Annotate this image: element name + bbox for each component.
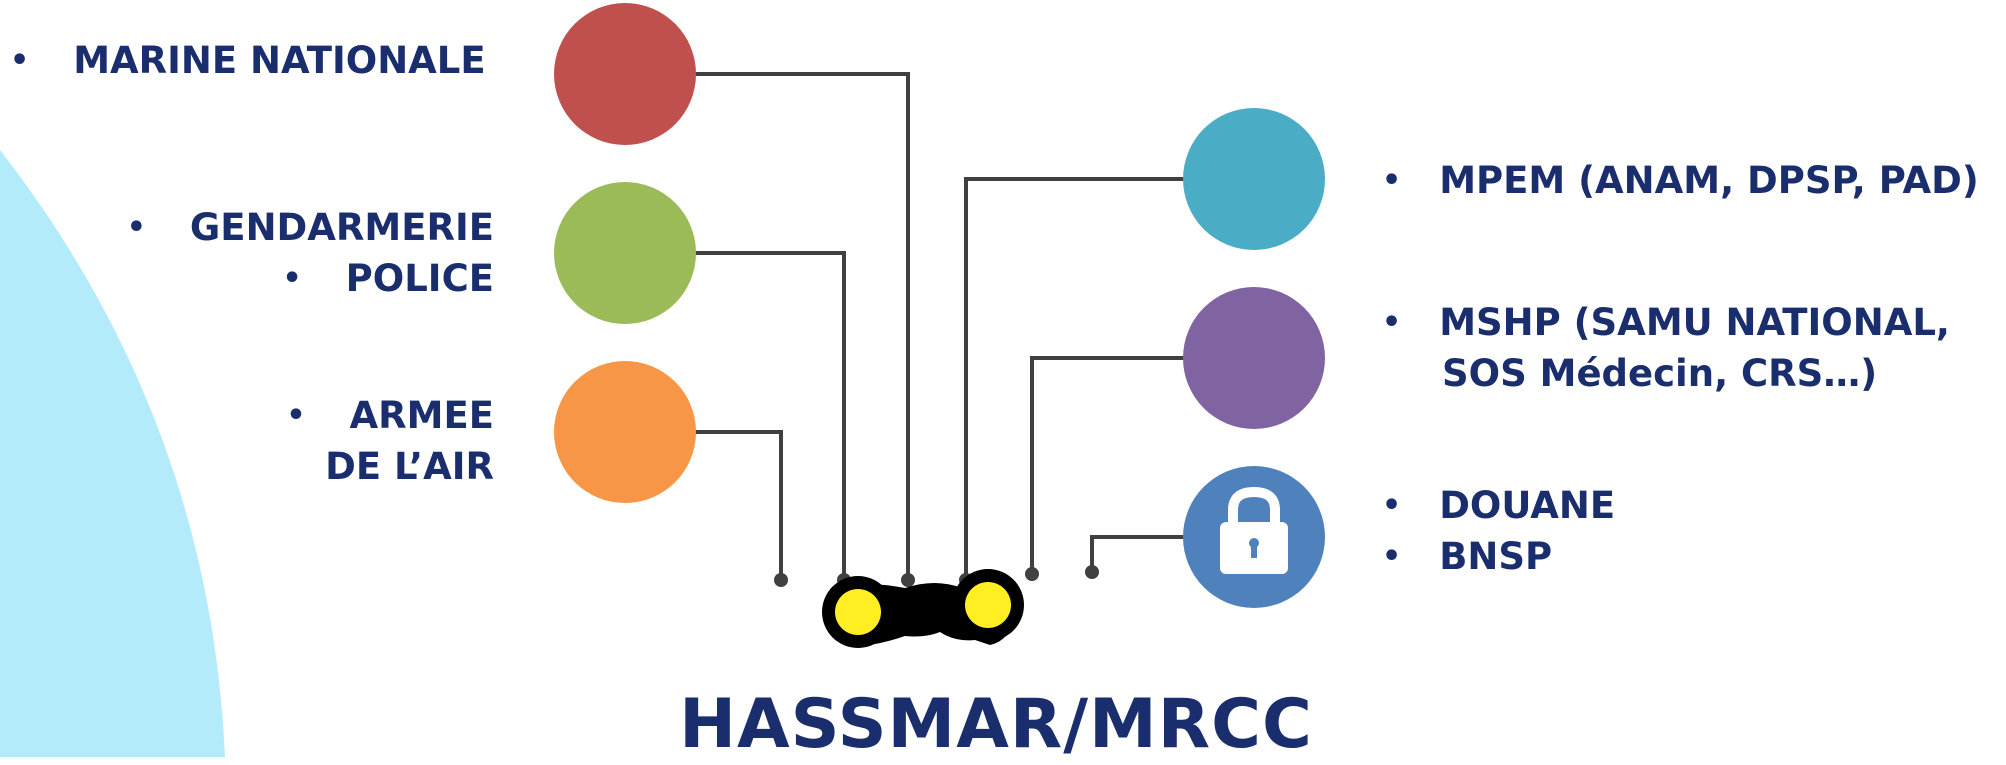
connector-lines <box>690 72 1190 580</box>
circle-marine-nationale <box>554 3 696 145</box>
connector-armee-de-lair <box>690 430 783 580</box>
bullet: • <box>1382 305 1402 340</box>
label-gendarmerie-police: • GENDARMERIE • POLICE <box>127 202 494 304</box>
circle-armee-de-lair <box>554 361 696 503</box>
mpem-text: MPEM (ANAM, DPSP, PAD) <box>1439 159 1979 202</box>
label-armee-de-lair: • ARMEE DE L’AIR <box>286 390 494 492</box>
bullet: • <box>282 261 302 296</box>
connector-mpem <box>964 177 1190 580</box>
hub-title-text: HASSMAR/MRCC <box>679 685 1313 764</box>
connector-marine-nationale <box>690 72 910 580</box>
background-arc <box>0 150 225 757</box>
connector-mshp <box>1030 356 1190 574</box>
bullet: • <box>286 398 306 433</box>
bullet: • <box>1382 163 1402 198</box>
bullet: • <box>10 43 30 78</box>
marine-nationale-text: MARINE NATIONALE <box>73 39 486 82</box>
mshp-line-2: SOS Médecin, CRS…) <box>1442 352 1878 395</box>
label-mpem: • MPEM (ANAM, DPSP, PAD) <box>1382 155 1979 206</box>
hub-title: HASSMAR/MRCC <box>0 685 2006 765</box>
connector-gendarmerie-police <box>690 251 846 580</box>
circle-gendarmerie-police <box>554 182 696 324</box>
bullet: • <box>126 210 146 245</box>
label-marine-nationale: • MARINE NATIONALE <box>10 35 486 86</box>
de-lair-text: DE L’AIR <box>325 445 494 488</box>
connector-dot <box>1025 567 1039 581</box>
padlock-icon <box>1220 486 1288 574</box>
mshp-line-1: MSHP (SAMU NATIONAL, <box>1439 301 1950 344</box>
bullet: • <box>1382 488 1402 523</box>
bullet: • <box>1382 539 1402 574</box>
bnsp-text: BNSP <box>1439 535 1553 578</box>
circle-mpem <box>1183 108 1325 250</box>
gendarmerie-text: GENDARMERIE <box>189 206 494 249</box>
binoculars-icon <box>822 569 1024 648</box>
connector-dot <box>774 573 788 587</box>
armee-text: ARMEE <box>349 394 495 437</box>
circle-mshp <box>1183 287 1325 429</box>
police-text: POLICE <box>345 257 494 300</box>
connector-douane-bnsp <box>1090 535 1190 572</box>
connector-dot <box>1085 565 1099 579</box>
douane-text: DOUANE <box>1439 484 1616 527</box>
connector-dot <box>901 573 915 587</box>
label-mshp: • MSHP (SAMU NATIONAL, SOS Médecin, CRS…) <box>1382 297 1950 399</box>
label-douane-bnsp: • DOUANE • BNSP <box>1382 480 1615 582</box>
